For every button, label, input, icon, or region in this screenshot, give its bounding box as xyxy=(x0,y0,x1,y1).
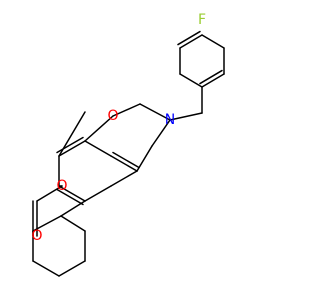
bond-layer xyxy=(32,30,225,277)
bond-line xyxy=(110,155,138,172)
structure-diagram: F N O O O xyxy=(31,12,225,277)
bond-line xyxy=(32,215,62,232)
oxazine-oxygen-label: O xyxy=(107,108,118,124)
double-bond-line xyxy=(56,136,84,154)
bond-line xyxy=(139,103,171,121)
carbonyl-oxygen-label: O xyxy=(31,228,42,244)
double-bond-line xyxy=(56,188,84,206)
nitrogen-atom-label: N xyxy=(165,112,175,128)
bond-line xyxy=(32,260,60,277)
bond-line xyxy=(136,145,153,172)
fluorine-atom-label: F xyxy=(198,12,206,28)
bond-line xyxy=(58,140,86,157)
bond-line xyxy=(201,34,225,49)
bond-line xyxy=(60,215,86,232)
bond-line xyxy=(112,103,141,117)
bond-line xyxy=(84,115,114,142)
bond-line xyxy=(58,260,86,277)
double-bond-line xyxy=(112,151,140,169)
bond-line xyxy=(179,34,203,49)
molecule-canvas: F N O O O xyxy=(31,12,225,277)
bond-line xyxy=(151,119,171,147)
bond-line xyxy=(36,185,63,202)
lactone-ring-oxygen-label: O xyxy=(56,178,67,194)
bond-line xyxy=(179,73,203,88)
double-bond-line xyxy=(177,30,201,46)
bond-line xyxy=(84,185,112,202)
bond-line xyxy=(201,73,225,88)
bond-line xyxy=(58,185,86,202)
double-bond-line xyxy=(199,69,223,85)
bond-line xyxy=(169,112,203,121)
bond-line xyxy=(84,140,112,157)
atom-label-layer: F N O O O xyxy=(31,12,206,244)
bond-line xyxy=(110,170,138,187)
